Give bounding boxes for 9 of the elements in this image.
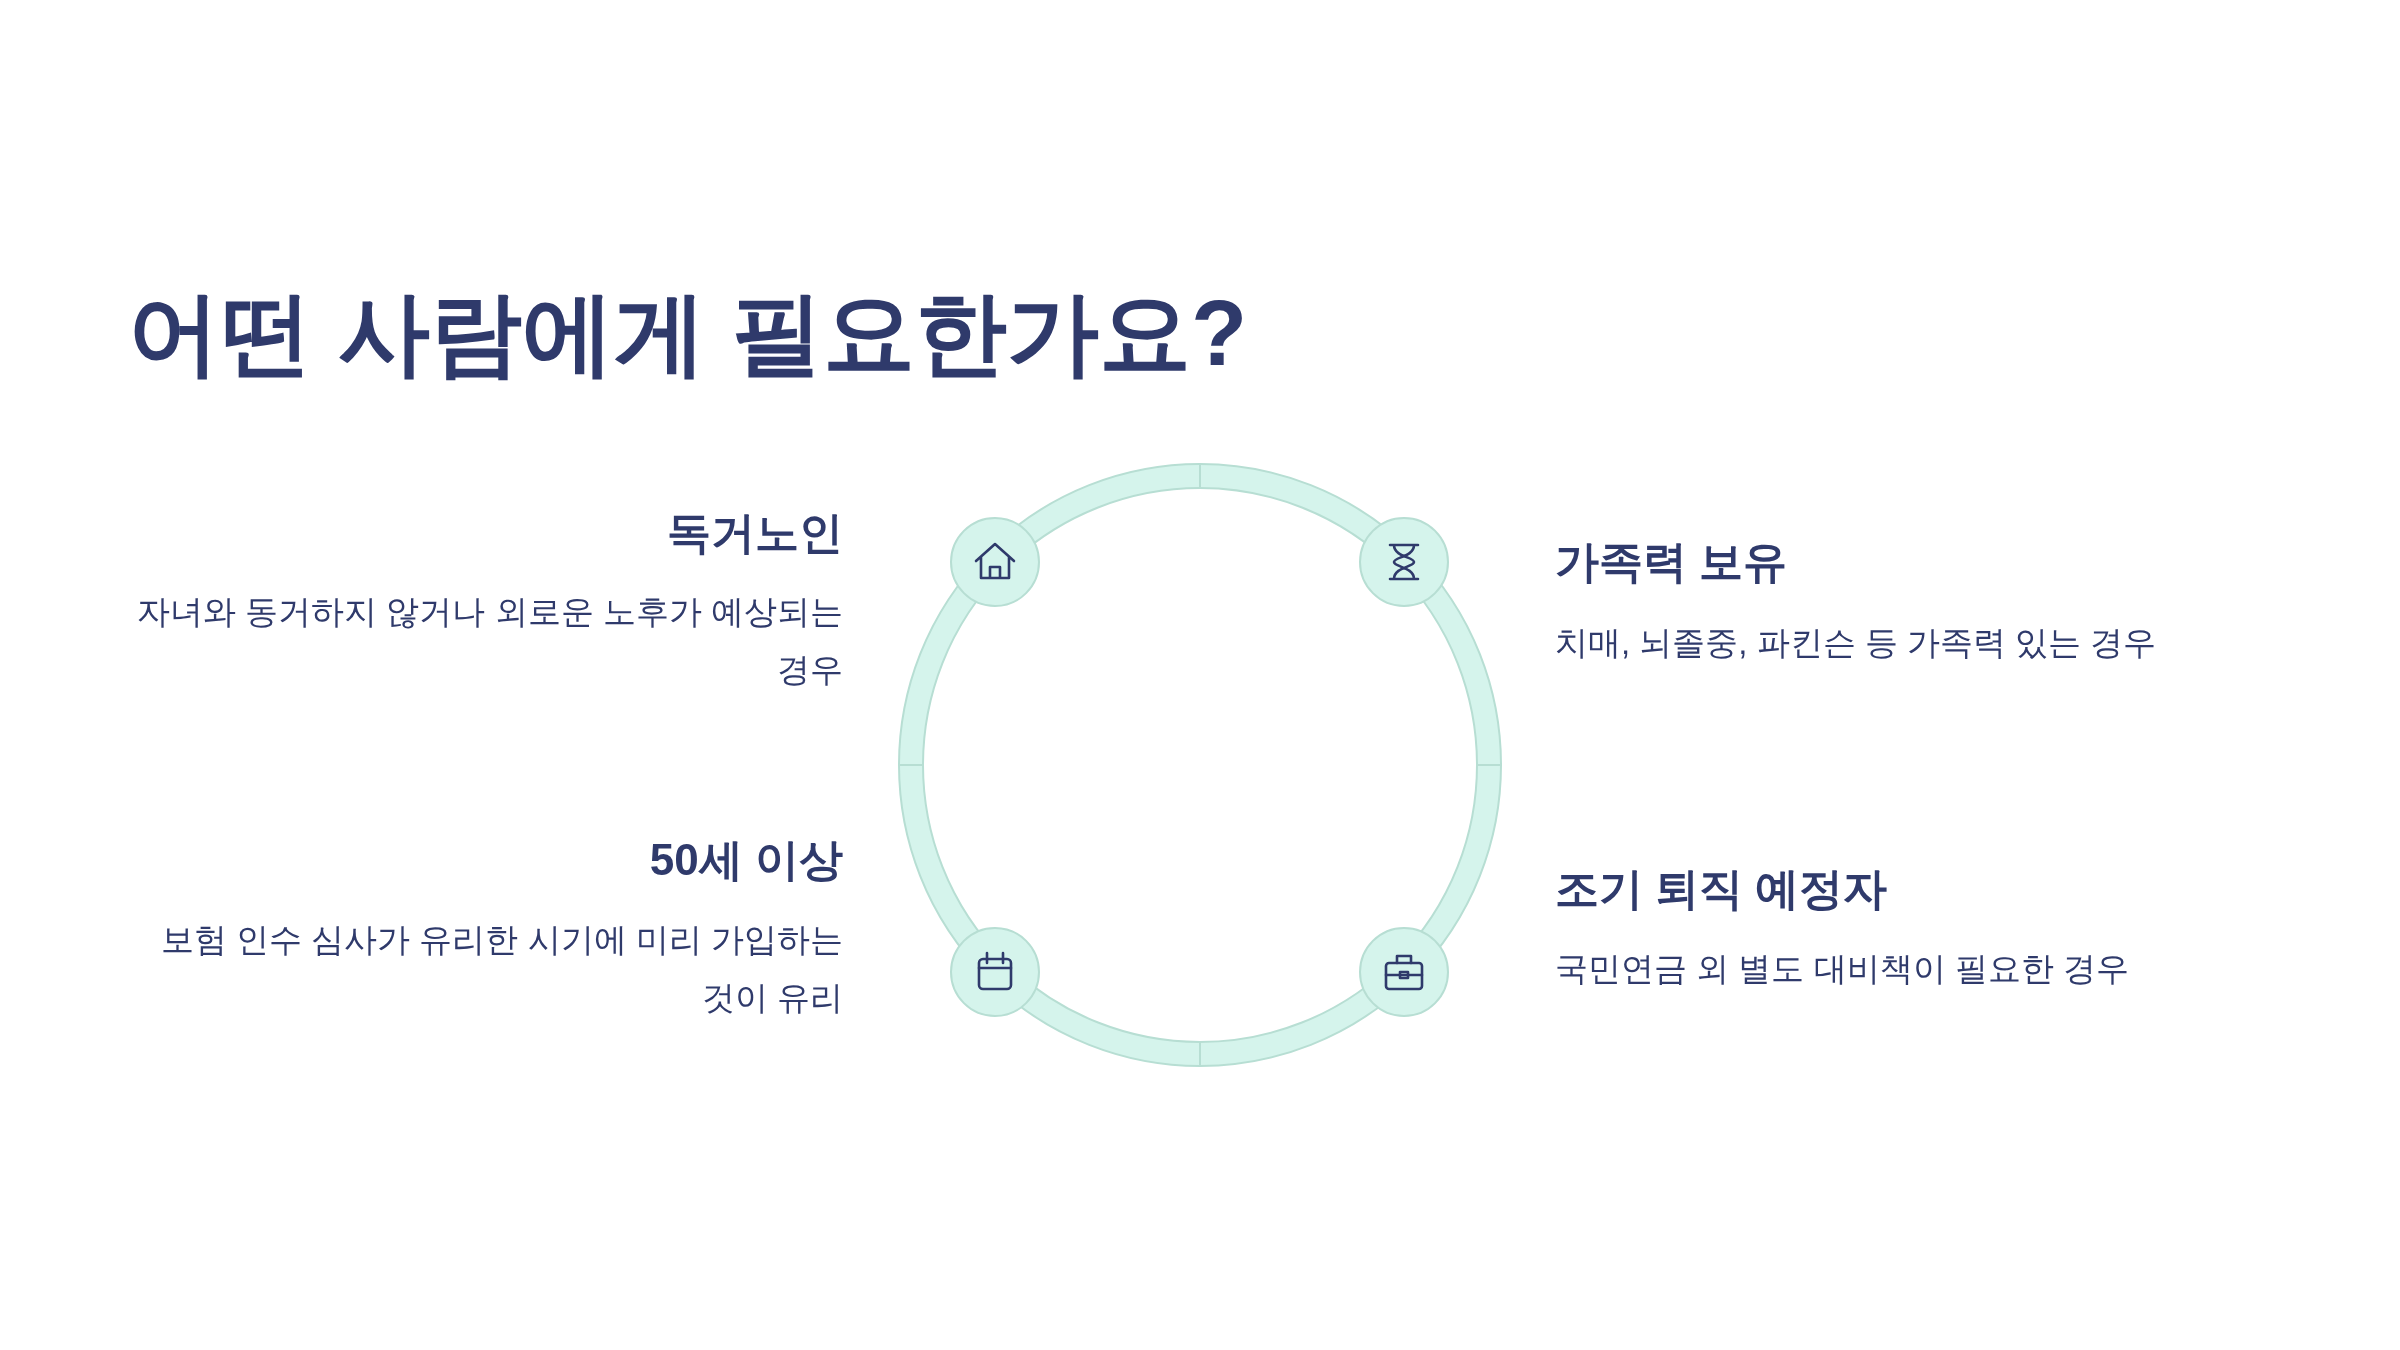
title: 어떤 사람에게 필요한가요? xyxy=(128,281,1248,386)
description: 보험 인수 심사가 유리한 시기에 미리 가입하는 것이 유리 xyxy=(160,920,843,1018)
description: 치매, 뇌졸중, 파킨슨 등 가족력 있는 경우 xyxy=(1555,623,2158,663)
heading: 독거노인 xyxy=(666,507,843,559)
heading: 가족력 보유 xyxy=(1555,536,1789,588)
description: 자녀와 동거하지 않거나 외로운 노후가 예상되는 경우 xyxy=(136,592,843,690)
description: 국민연금 외 별도 대비책이 필요한 경우 xyxy=(1555,949,2130,989)
heading: 50세 이상 xyxy=(648,834,843,886)
heading: 조기 퇴직 예정자 xyxy=(1555,863,1889,915)
